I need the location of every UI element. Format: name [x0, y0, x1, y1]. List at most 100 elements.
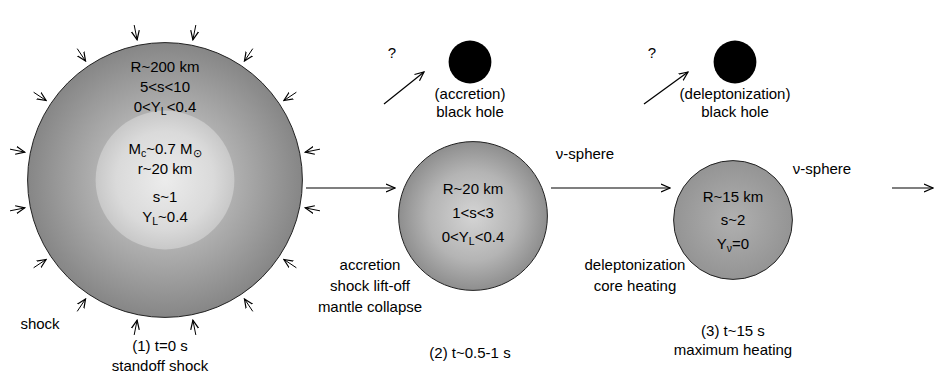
text-line: deleptonization: [585, 254, 686, 275]
text-line: black hole: [435, 103, 506, 121]
stellar-core-circle: R~200 km5<s<100<YL<0.4Mc~0.7 M⊙r~20 kms~…: [27, 42, 303, 318]
text-slot: Mc~0.7 M⊙: [128, 139, 201, 158]
text-line: (1) t=0 s: [112, 336, 208, 356]
node-text: (deleptonization) black hole: [680, 85, 791, 121]
text-slot: ?: [648, 43, 656, 62]
edge-label: accretion shock lift-off mantle collapse: [318, 254, 422, 317]
text-run: =0: [732, 235, 749, 252]
text-run: R~15 km: [703, 188, 763, 205]
infall-arrow: [34, 92, 46, 100]
node-text: Mc~0.7 M⊙: [128, 139, 201, 158]
text-run: Y: [142, 208, 152, 225]
text-run: 0<Y: [134, 98, 161, 115]
circle-shape: [714, 41, 757, 84]
text-line: standoff shock: [112, 356, 208, 376]
text-slot: YL~0.4: [142, 207, 187, 226]
text-slot: 0<YL<0.4: [134, 97, 197, 116]
infall-arrow: [193, 320, 196, 335]
text-slot: ν-sphere: [793, 159, 851, 178]
node-outline: [448, 40, 492, 84]
text-slot: 1<s<3: [452, 203, 494, 222]
subscript: c: [141, 147, 146, 159]
text-line: (deleptonization): [680, 85, 791, 103]
text-run: ?: [388, 44, 396, 61]
text-run: shock: [20, 315, 59, 332]
black-hole: (accretion) black hole: [448, 40, 492, 84]
caption-label: shock: [20, 314, 59, 333]
node-outline: [95, 110, 235, 250]
caption-label: ?: [388, 43, 396, 62]
infall-arrow: [10, 208, 25, 211]
node-outline: [713, 40, 757, 84]
text-line: core heating: [585, 275, 686, 296]
node-text: R~200 km: [131, 57, 200, 76]
infall-arrow: [305, 149, 320, 152]
node-text: ν-sphere: [556, 144, 614, 163]
circle-shape: [96, 111, 235, 250]
text-slot: (deleptonization) black hole: [680, 85, 791, 121]
node-text: r~20 km: [138, 159, 193, 178]
infall-arrow: [284, 92, 296, 100]
node-text: Yν=0: [717, 234, 749, 253]
node-text: R~20 km: [443, 179, 503, 198]
subscript: L: [469, 235, 475, 247]
text-slot: s~2: [721, 210, 746, 229]
text-run: R~20 km: [443, 180, 503, 197]
text-slot: Yν=0: [717, 234, 749, 253]
text-run: M: [128, 140, 141, 157]
neutron-star-circle: R~15 kms~2Yν=0ν-sphere: [673, 160, 793, 280]
continuation-arrow: [892, 187, 933, 188]
node-text: 0<YL<0.4: [134, 97, 197, 116]
text-run: 1<s<3: [452, 204, 494, 221]
edge-label: deleptonization core heating: [585, 254, 686, 296]
caption-label: ?: [648, 43, 656, 62]
circle-shape: [449, 41, 492, 84]
node-text: s~2: [721, 210, 746, 229]
node-text: (accretion) black hole: [435, 85, 506, 121]
text-run: ~0.4: [158, 208, 188, 225]
circle-shape: [28, 43, 303, 318]
text-run: ~0.7 M: [146, 140, 192, 157]
node-text: 0<YL<0.4: [442, 227, 505, 246]
node-text: R~15 km: [703, 187, 763, 206]
transition-arrow: [306, 187, 395, 188]
transition-arrow: [551, 187, 670, 188]
text-line: (3) t~15 s: [674, 321, 792, 340]
text-slot: R~20 km: [443, 179, 503, 198]
subscript: ν: [727, 242, 732, 254]
text-run: ν-sphere: [793, 160, 851, 177]
subscript: L: [152, 215, 158, 227]
circle-shape: [399, 142, 548, 291]
infall-arrow: [77, 49, 85, 61]
text-slot: (accretion) black hole: [435, 85, 506, 121]
text-run: ?: [648, 44, 656, 61]
text-line: shock lift-off: [318, 275, 422, 296]
text-run: r~20 km: [138, 160, 193, 177]
text-run: s~2: [721, 211, 746, 228]
infall-arrows: [10, 25, 320, 335]
text-line: accretion: [318, 254, 422, 275]
caption-label: (2) t~0.5-1 s: [429, 343, 510, 362]
text-slot: deleptonization core heating: [585, 254, 686, 296]
node-text: 5<s<10: [140, 77, 190, 96]
text-slot: (1) t=0 s standoff shock: [112, 336, 208, 376]
infall-arrow: [134, 25, 137, 40]
inner-core-circle: Mc~0.7 M⊙r~20 kms~1YL~0.4: [95, 110, 235, 250]
infall-arrow: [193, 25, 196, 40]
text-line: (accretion): [435, 85, 506, 103]
infall-arrow: [305, 208, 320, 211]
text-run: Y: [717, 235, 727, 252]
text-run: <0.4: [167, 98, 197, 115]
infall-arrow: [10, 149, 25, 152]
text-slot: R~200 km: [131, 57, 200, 76]
circle-shape: [674, 161, 793, 280]
text-slot: 5<s<10: [140, 77, 190, 96]
text-run: R~200 km: [131, 58, 200, 75]
text-slot: 0<YL<0.4: [442, 227, 505, 246]
infall-arrow: [244, 49, 252, 61]
text-slot: accretion shock lift-off mantle collapse: [318, 254, 422, 317]
text-slot: shock: [20, 314, 59, 333]
infall-arrow: [134, 320, 137, 335]
